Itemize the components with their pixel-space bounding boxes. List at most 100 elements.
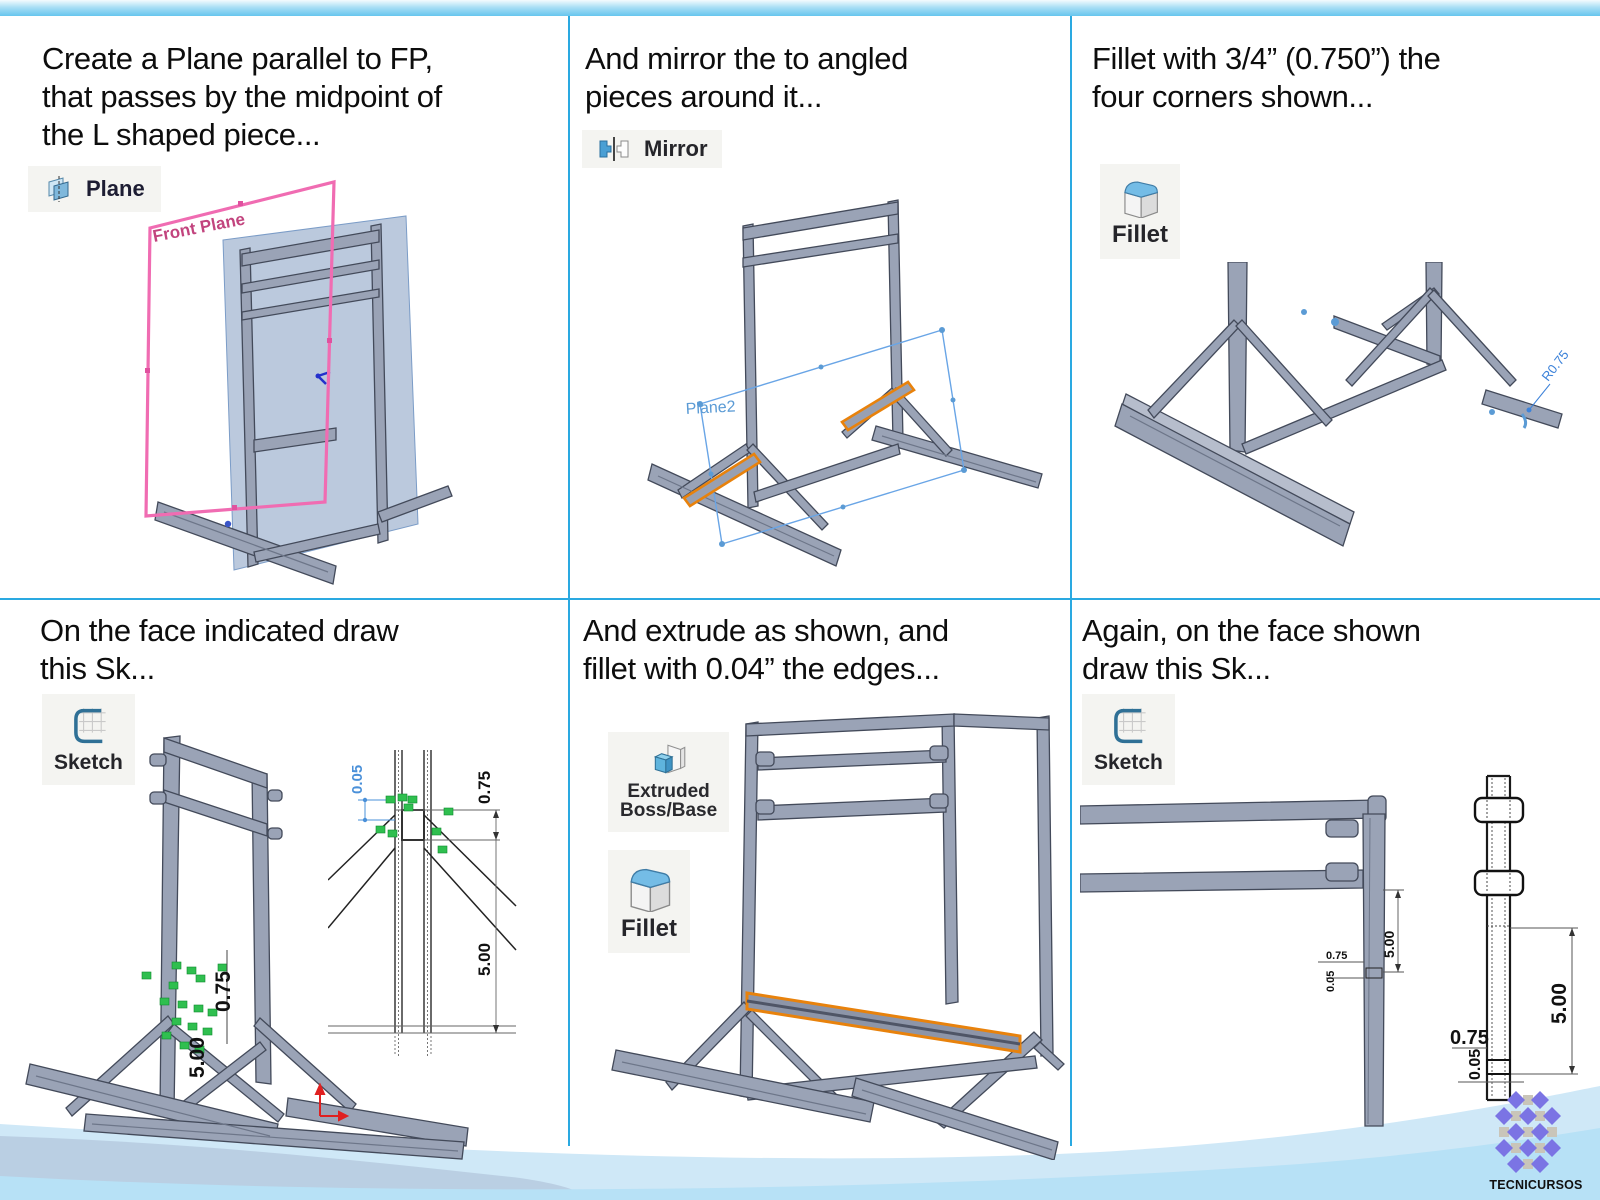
footer-wave-decoration xyxy=(0,1086,1600,1200)
profile-bar-lines xyxy=(1485,774,1512,1102)
tecnicursos-logo-text: TECNICURSOS xyxy=(1489,1178,1583,1192)
tecnicursos-logo-icon xyxy=(1495,1091,1561,1173)
tool-label-line: Boss/Base xyxy=(620,800,718,821)
tool-chip-fillet-2: Fillet xyxy=(608,850,690,953)
foot-flange-line xyxy=(163,511,329,573)
plane-icon xyxy=(48,176,69,202)
frame-model xyxy=(647,199,1043,567)
cad-figure-fillet: R0.75 xyxy=(1114,262,1572,547)
instruction-line: draw this Sk... xyxy=(1082,651,1271,686)
dim-sketch-offset: 0.05 xyxy=(349,765,366,794)
dim-model-offset: 0.05 xyxy=(1325,971,1337,992)
hatch-lines xyxy=(394,750,432,1056)
cad-figure-face-model: 5.00 0.75 0.05 xyxy=(1080,795,1404,1127)
foot-flange-line xyxy=(35,1075,271,1137)
extruded-bar-shadow xyxy=(746,999,1021,1046)
sketch-icon xyxy=(74,708,107,744)
instruction-line: And mirror the to angled xyxy=(585,41,908,76)
foot-flange-line xyxy=(861,1089,1053,1151)
tool-chip-fillet: Fillet xyxy=(1100,164,1181,259)
origin-axis-marker xyxy=(314,1082,350,1122)
logo-squares xyxy=(1499,1095,1557,1169)
offset-dim-points xyxy=(362,797,368,823)
fillet-corner-highlights xyxy=(1301,309,1495,415)
frame-base-model xyxy=(1114,262,1563,547)
instruction-line: Create a Plane parallel to FP, xyxy=(42,41,433,76)
instruction-line: fillet with 0.04” the edges... xyxy=(583,651,940,686)
sketch-relation-badges xyxy=(375,793,454,854)
sketch-slot-mark xyxy=(1365,967,1383,979)
dim-model-height: 5.00 xyxy=(186,1037,209,1078)
instruction-line: that passes by the midpoint of xyxy=(42,79,442,114)
instruction-line: the L shaped piece... xyxy=(42,117,321,152)
tool-label-line: Extruded xyxy=(627,781,710,802)
foot-flange-line xyxy=(621,1061,867,1115)
instruction-line: On the face indicated draw xyxy=(40,613,399,648)
dimension-arrows xyxy=(1395,890,1401,972)
sketch-icon xyxy=(1114,708,1147,744)
instruction-extrude: And extrude as shown, and fillet with 0.… xyxy=(583,612,949,688)
hidden-bar-in-tabs xyxy=(1486,800,1511,893)
dimension-arrows xyxy=(493,810,499,1033)
instruction-mirror: And mirror the to angled pieces around i… xyxy=(585,40,908,116)
reference-plane-face xyxy=(222,215,419,571)
tool-label: Fillet xyxy=(1112,221,1169,248)
sketch-profile-lines xyxy=(394,750,432,1033)
tab-profiles xyxy=(1473,796,1525,897)
cad-figure-mirror: Plane2 xyxy=(647,199,1043,567)
tool-chip-sketch-2: Sketch xyxy=(1082,694,1175,785)
instruction-create-plane: Create a Plane parallel to FP, that pass… xyxy=(42,40,442,154)
vertical-divider-1 xyxy=(568,16,570,1146)
mirrored-angled-pieces xyxy=(682,380,916,508)
cad-figure-sketch-model: 0.75 5.00 xyxy=(25,735,469,1160)
dim-model-height: 5.00 xyxy=(1381,931,1397,958)
plane2-label: Plane2 xyxy=(685,398,736,418)
dim-sketch-height: 5.00 xyxy=(475,943,494,976)
dim-model-width: 0.75 xyxy=(212,971,235,1012)
foot-flange-line xyxy=(881,435,1037,483)
dimension-arrows xyxy=(1569,928,1575,1074)
dim-sketch-width: 0.75 xyxy=(475,771,494,804)
sketch-rectangle xyxy=(401,809,425,841)
tool-chip-plane: Plane xyxy=(28,166,161,212)
origin-point xyxy=(315,373,321,379)
fillet-icon xyxy=(630,868,671,912)
foot-flange-line xyxy=(1129,415,1341,527)
dim-sketch-height: 5.00 xyxy=(1548,983,1571,1024)
post-edge-line xyxy=(1367,817,1371,1125)
mirror-icon xyxy=(599,137,629,161)
instruction-line: this Sk... xyxy=(40,651,155,686)
foot-flange-line xyxy=(657,475,835,557)
tool-label: Plane xyxy=(86,176,145,201)
fillet-icon xyxy=(1124,181,1158,218)
radius-annotation: R0.75 xyxy=(1539,347,1572,384)
instruction-line: Again, on the face shown xyxy=(1082,613,1421,648)
dim-model-width: 0.75 xyxy=(1326,950,1347,962)
extension-lines xyxy=(328,809,516,1034)
horizontal-divider xyxy=(0,598,1600,600)
instruction-line: Fillet with 3/4” (0.750”) the xyxy=(1092,41,1441,76)
cad-figure-sketch-detail: 0.75 5.00 0.05 xyxy=(328,750,517,1056)
top-accent-bar xyxy=(0,0,1600,16)
cad-figure-sketch-profile: 5.00 0.75 0.05 xyxy=(1450,774,1578,1102)
extruded-boss-icon xyxy=(653,744,685,774)
offset-slot-mark xyxy=(1486,1059,1511,1075)
instruction-line: And extrude as shown, and xyxy=(583,613,949,648)
frame-model xyxy=(154,223,453,585)
dimension-lines xyxy=(1318,889,1404,979)
instruction-sketch-face: On the face indicated draw this Sk... xyxy=(40,612,399,688)
dim-sketch-offset: 0.05 xyxy=(1467,1049,1484,1080)
instruction-sketch-again: Again, on the face shown draw this Sk... xyxy=(1082,612,1421,688)
tool-label: Sketch xyxy=(1094,751,1163,774)
logo-diamonds xyxy=(1495,1091,1561,1173)
front-plane-outline xyxy=(144,179,336,518)
tool-label: Fillet xyxy=(620,915,677,942)
vertical-divider-2 xyxy=(1070,16,1072,1146)
cad-figure-extrude xyxy=(611,713,1065,1160)
vertex-point xyxy=(224,520,232,528)
fillet-arc-highlight xyxy=(1520,413,1528,429)
cad-figure-plane-creation: Front Plane xyxy=(144,179,453,585)
dim-sketch-width: 0.75 xyxy=(1450,1027,1489,1049)
radius-leader-point xyxy=(1526,407,1532,413)
